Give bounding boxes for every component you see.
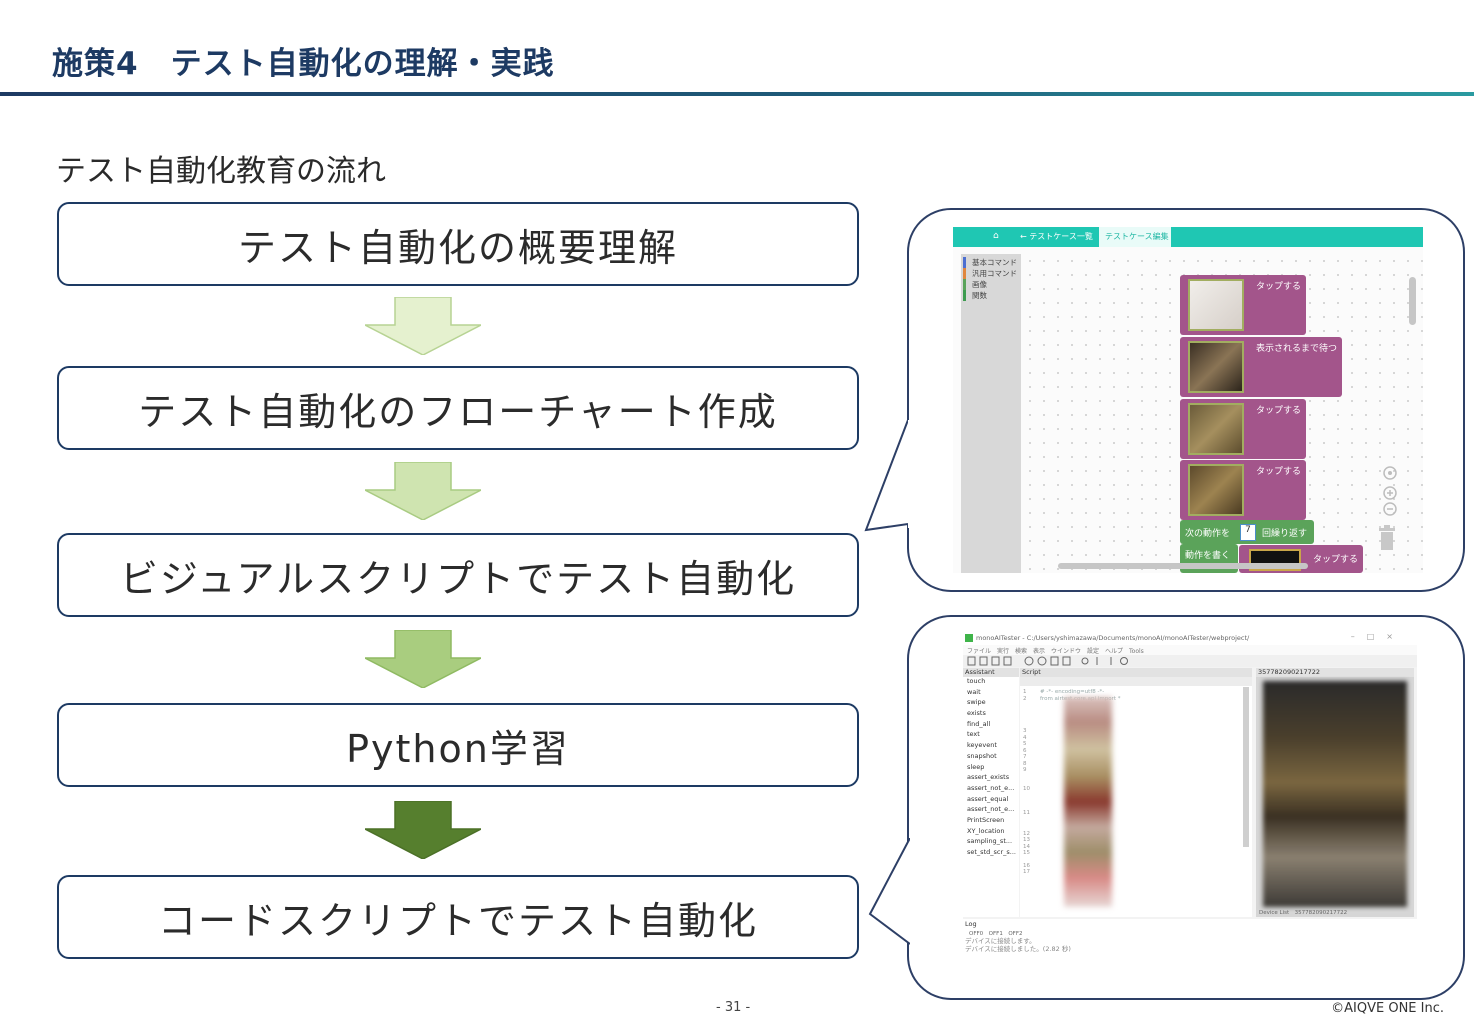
- ide-toolbar: [963, 655, 1417, 667]
- window-controls[interactable]: –□×: [1350, 632, 1405, 641]
- assistant-item-snapshot[interactable]: snapshot: [967, 751, 997, 760]
- repeat-loop-block[interactable]: 次の動作を 7 回繰り返す: [1180, 520, 1314, 544]
- back-to-list-link[interactable]: ← テストケース一覧: [1020, 232, 1093, 241]
- callout-pointer: [868, 838, 916, 948]
- screen-thumbnail: [1188, 341, 1244, 393]
- assistant-item-printscreen[interactable]: PrintScreen: [967, 815, 1005, 824]
- page-number: - 31 -: [716, 1000, 751, 1015]
- tap-block[interactable]: タップする: [1180, 275, 1306, 335]
- callout-pointer: [864, 420, 912, 532]
- horizontal-scrollbar[interactable]: [1058, 563, 1308, 569]
- slide-title: 施策4 テスト自動化の理解・実践: [52, 46, 555, 82]
- down-arrow-icon: [365, 801, 481, 859]
- assistant-item-text[interactable]: text: [967, 730, 980, 739]
- assistant-item-exists[interactable]: exists: [967, 709, 986, 718]
- log-filter-tabs[interactable]: OFF0 OFF1 OFF2: [969, 931, 1023, 937]
- ide-title-bar: monoAITester - C:/Users/yshimazawa/Docum…: [963, 631, 1417, 645]
- assistant-item-set-std-scr[interactable]: set_std_scr_s...: [967, 848, 1016, 856]
- tap-block[interactable]: タップする: [1180, 399, 1306, 459]
- screen-thumbnail: [1188, 464, 1244, 516]
- device-list-label[interactable]: Device List 357782090217722: [1259, 910, 1348, 916]
- app-logo-icon: [965, 634, 973, 642]
- script-tab-bar: [1020, 677, 1252, 686]
- assistant-item-wait[interactable]: wait: [967, 687, 981, 696]
- assistant-item-keyevent[interactable]: keyevent: [967, 741, 997, 750]
- tap-block[interactable]: タップする: [1180, 460, 1306, 520]
- section-subtitle: テスト自動化教育の流れ: [56, 154, 386, 189]
- category-general-commands[interactable]: 汎用コマンド: [963, 268, 1017, 279]
- zoom-controls: [1383, 466, 1397, 516]
- block-category-sidebar: 基本コマンド 汎用コマンド 画像 関数: [961, 254, 1021, 573]
- device-screen-panel: Device List 357782090217722: [1256, 677, 1414, 917]
- copyright: ©AIQVE ONE Inc.: [1331, 1001, 1444, 1016]
- recenter-icon[interactable]: [1383, 466, 1397, 480]
- flow-step-3: ビジュアルスクリプトでテスト自動化: [57, 533, 859, 617]
- blurred-screenshot-thumbnails: [1064, 697, 1112, 907]
- log-title: Log: [965, 920, 977, 928]
- vertical-scrollbar[interactable]: [1409, 277, 1416, 325]
- title-underline: [0, 92, 1474, 96]
- assistant-item-swipe[interactable]: swipe: [967, 698, 986, 707]
- flow-step-4: Python学習: [57, 703, 859, 787]
- assistant-item-assert-not-exists[interactable]: assert_not_e...: [967, 783, 1015, 792]
- assistant-item-sleep[interactable]: sleep: [967, 762, 985, 771]
- down-arrow-icon: [365, 630, 481, 688]
- script-panel-header: Script: [1020, 668, 1252, 677]
- toolbar-icons[interactable]: [967, 656, 1137, 666]
- log-panel: Log OFF0 OFF1 OFF2 デバイスに接続します。デバイスに接続しまし…: [963, 919, 1417, 977]
- category-functions[interactable]: 関数: [963, 290, 987, 301]
- repeat-count-input[interactable]: 7: [1240, 524, 1256, 541]
- assistant-command-list: touch wait swipe exists find_all text ke…: [963, 677, 1019, 917]
- tab-testcase-edit[interactable]: テストケース編集: [1099, 227, 1171, 247]
- category-image[interactable]: 画像: [963, 279, 987, 290]
- trash-icon[interactable]: [1377, 525, 1397, 551]
- visual-editor-screenshot: ⌂ ← テストケース一覧 テストケース編集 基本コマンド 汎用コマンド 画像 関…: [953, 227, 1423, 573]
- zoom-in-icon[interactable]: [1383, 486, 1397, 500]
- script-scrollbar[interactable]: [1243, 687, 1249, 847]
- wait-until-displayed-block[interactable]: 表示されるまで待つ: [1180, 337, 1342, 397]
- editor-nav-bar: ⌂ ← テストケース一覧 テストケース編集: [953, 227, 1423, 247]
- screen-thumbnail: [1188, 279, 1244, 331]
- assistant-item-assert-not-equal[interactable]: assert_not_e...: [967, 805, 1015, 814]
- assistant-item-assert-equal[interactable]: assert_equal: [967, 794, 1009, 803]
- down-arrow-icon: [365, 462, 481, 520]
- flow-step-1: テスト自動化の概要理解: [57, 202, 859, 286]
- window-title: monoAITester - C:/Users/yshimazawa/Docum…: [976, 634, 1250, 642]
- device-panel-header: 357782090217722: [1256, 668, 1414, 677]
- zoom-out-icon[interactable]: [1383, 502, 1397, 516]
- flow-step-5: コードスクリプトでテスト自動化: [57, 875, 859, 959]
- assistant-panel-header: Assistant: [963, 668, 1019, 677]
- down-arrow-icon: [365, 297, 481, 355]
- assistant-item-touch[interactable]: touch: [967, 677, 986, 685]
- flow-step-2: テスト自動化のフローチャート作成: [57, 366, 859, 450]
- assistant-item-assert-exists[interactable]: assert_exists: [967, 773, 1010, 782]
- category-basic-commands[interactable]: 基本コマンド: [963, 257, 1017, 268]
- assistant-item-sampling[interactable]: sampling_st...: [967, 837, 1013, 846]
- home-icon[interactable]: ⌂: [993, 231, 999, 241]
- assistant-item-find-all[interactable]: find_all: [967, 719, 991, 728]
- assistant-item-xy-location[interactable]: XY_location: [967, 826, 1005, 835]
- log-output: デバイスに接続します。デバイスに接続しました。(2.82 秒): [965, 937, 1071, 953]
- screen-thumbnail: [1188, 403, 1244, 455]
- ide-menu-bar[interactable]: ファイル 実行 検索 表示 ウインドウ 設定 ヘルプ Tools: [963, 645, 1417, 655]
- device-mirror-view[interactable]: [1263, 681, 1407, 907]
- code-ide-screenshot: monoAITester - C:/Users/yshimazawa/Docum…: [963, 631, 1417, 977]
